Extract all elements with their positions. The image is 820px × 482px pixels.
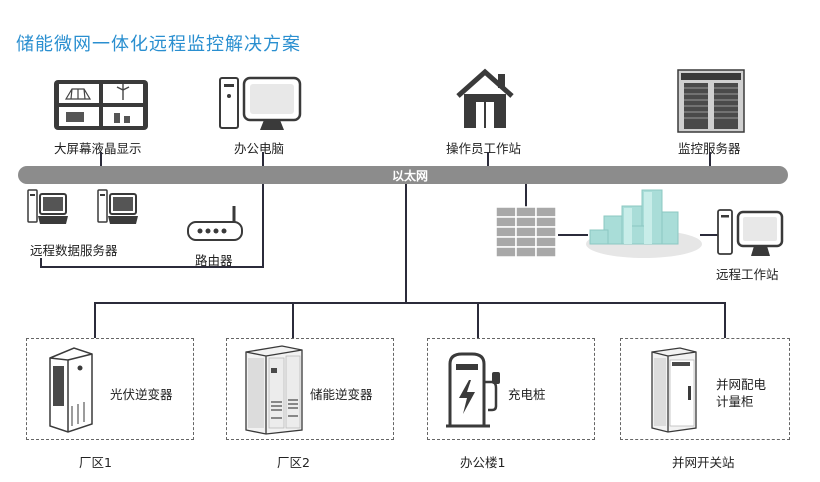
monitor-server-label: 监控服务器	[678, 141, 741, 156]
office-pc-label: 办公电脑	[234, 141, 285, 156]
site-1-device-label: 光伏逆变器	[110, 387, 173, 402]
connector-line	[100, 152, 102, 166]
display-wall-label: 大屏幕液晶显示	[54, 141, 142, 156]
site-box-2	[226, 338, 394, 440]
office-computer-icon	[219, 76, 302, 130]
site-3-device-label: 充电桩	[508, 387, 546, 402]
connector-line	[94, 302, 96, 338]
site-box-3	[427, 338, 595, 440]
computer-icon	[27, 189, 68, 224]
site-bus-line	[94, 302, 726, 304]
site-box-4	[620, 338, 790, 440]
connector-line	[487, 152, 489, 166]
ethernet-label: 以太网	[391, 169, 428, 183]
charging-pile-icon	[446, 352, 500, 428]
house-icon	[456, 68, 514, 128]
ethernet-bus	[18, 166, 788, 184]
display-wall-icon	[54, 80, 148, 130]
connector-line	[558, 234, 588, 236]
pv-inverter-icon	[49, 347, 93, 433]
remote-data-server-label: 远程数据服务器	[30, 243, 118, 258]
connector-line	[700, 234, 718, 236]
remote-workstation-label: 远程工作站	[716, 267, 779, 282]
connector-line	[709, 152, 711, 166]
site-4-device-text: 并网配电计量柜	[716, 377, 767, 409]
site-2-name: 厂区2	[277, 455, 310, 470]
connector-line	[40, 258, 42, 268]
remote-computer-icon	[717, 209, 784, 256]
connector-line	[477, 302, 479, 338]
connector-line	[262, 152, 264, 166]
trunk-line	[405, 184, 407, 302]
router-icon	[187, 206, 243, 241]
page-title: 储能微网一体化远程监控解决方案	[16, 34, 301, 55]
operator-station-label: 操作员工作站	[446, 141, 522, 156]
connector-line	[40, 266, 264, 268]
site-box-1	[26, 338, 194, 440]
internet-city-icon	[586, 189, 702, 258]
computer-icon	[97, 189, 138, 224]
site-4-device-label: 并网配电计量柜	[716, 376, 768, 410]
router-label: 路由器	[195, 253, 233, 268]
site-2-device-label: 储能逆变器	[310, 387, 373, 402]
site-3-name: 办公楼1	[460, 455, 506, 470]
connector-line	[525, 184, 527, 208]
connector-line	[724, 302, 726, 338]
connector-line	[262, 184, 264, 268]
storage-inverter-icon	[245, 345, 303, 435]
metering-cabinet-icon	[651, 347, 697, 433]
site-4-name: 并网开关站	[672, 455, 735, 470]
server-rack-icon	[677, 69, 745, 133]
firewall-icon	[495, 206, 557, 258]
site-1-name: 厂区1	[79, 455, 112, 470]
connector-line	[292, 302, 294, 338]
